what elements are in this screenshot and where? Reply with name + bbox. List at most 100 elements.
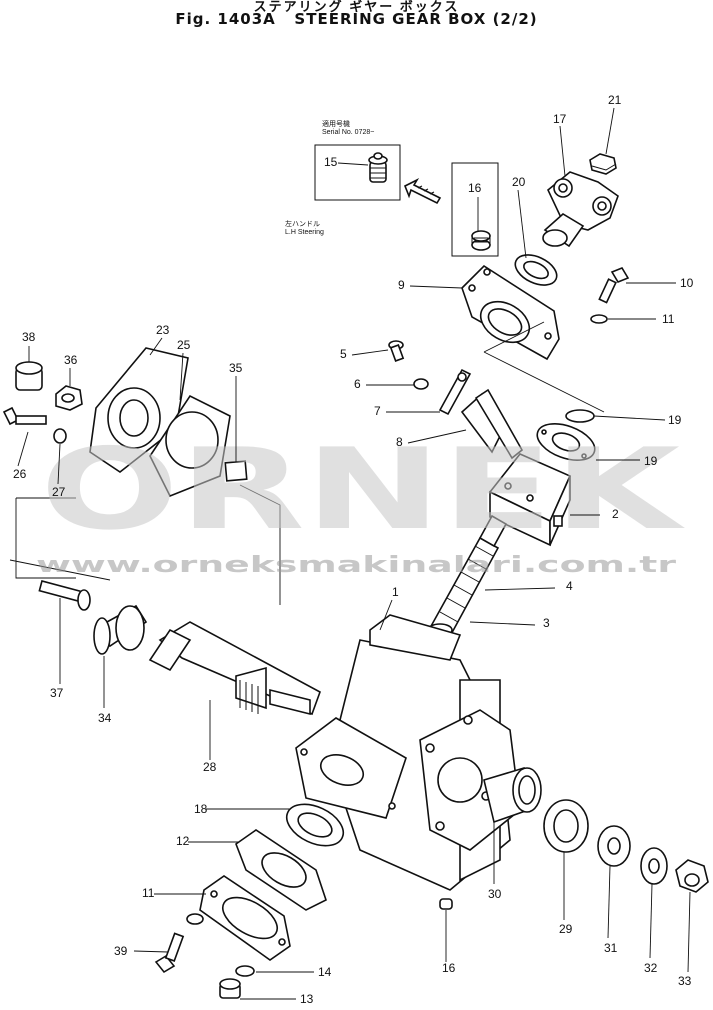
nut-34-icon: [675, 859, 709, 893]
plate-36-icon: [224, 460, 248, 482]
part-label-31: 31: [604, 941, 618, 955]
seal-30-icon: [543, 799, 589, 853]
cap-39-icon: [15, 361, 43, 391]
watermark-url: www.orneksmakinalari.com.tr: [36, 553, 676, 578]
washer-28-icon: [53, 428, 67, 444]
part-label-1: 1: [392, 585, 399, 599]
plug-16b-icon: [471, 230, 491, 251]
screw-5-icon: [388, 340, 405, 362]
lever-8-icon: [460, 388, 524, 460]
part-label-38: 38: [22, 330, 36, 344]
part-label-21: 21: [608, 93, 622, 107]
part-label-14: 14: [318, 965, 332, 979]
part-label-20: 20: [512, 175, 526, 189]
leader-line-31: [607, 865, 611, 939]
part-label-11: 11: [142, 886, 155, 900]
gasket-13-icon: [235, 829, 327, 911]
leader-line-26: [17, 431, 29, 467]
oring-20-icon: [565, 409, 595, 423]
part-label-2: 2: [612, 507, 619, 521]
leader-line-20: [517, 189, 527, 259]
nut-23-icon: [589, 153, 617, 175]
washer-6-icon: [413, 378, 429, 390]
washer-11-icon: [590, 314, 608, 324]
leader-line-25: [179, 352, 184, 401]
leader-line-9: [409, 285, 463, 289]
leader-line-21: [605, 107, 615, 155]
leader-line-27: [57, 443, 61, 485]
leader-line-8: [407, 429, 467, 444]
valve-block-2-icon: [488, 453, 572, 547]
figure-number: Fig. 1403A: [175, 10, 276, 28]
guide-lines-upper: [483, 321, 605, 413]
part-label-10: 10: [680, 276, 694, 290]
part-label-7: 7: [374, 404, 381, 418]
leader-line-32: [649, 883, 653, 959]
part-label-32: 32: [644, 961, 658, 975]
leader-line-15: [337, 162, 369, 166]
figure-name: STEERING GEAR BOX: [294, 10, 487, 28]
yoke-18-icon: [542, 171, 619, 248]
leader-line-4: [484, 587, 556, 591]
washer-15-icon: [235, 965, 255, 977]
part-label-16: 16: [468, 181, 482, 195]
pin-17-icon: [439, 898, 453, 910]
part-label-27: 27: [52, 485, 66, 499]
leader-line-39: [133, 950, 169, 953]
plug-inset-box: [451, 162, 499, 257]
cover-12-icon: [199, 875, 291, 961]
washer-11b-icon: [186, 913, 204, 925]
bolt-40-icon: [154, 932, 185, 974]
part-label-3: 3: [543, 616, 550, 630]
serial-note-text: Serial No. 0728~: [322, 129, 375, 136]
clip-7-icon: [438, 368, 472, 416]
bolt-10-icon: [598, 267, 630, 304]
guide-lines: [9, 484, 281, 605]
part-label-34: 34: [98, 711, 112, 725]
bearing-35-icon: [93, 604, 148, 655]
part-label-16: 16: [442, 961, 456, 975]
bolt-27-icon: [2, 406, 47, 426]
serial-note-jp: 適用号機: [322, 121, 350, 128]
part-label-6: 6: [354, 377, 361, 391]
bolt-arrow-icon: [403, 178, 442, 205]
sheet-number: (2/2): [492, 10, 538, 28]
leader-line-19: [593, 415, 666, 421]
part-label-13: 13: [300, 992, 314, 1006]
plug-16-icon: [368, 152, 388, 183]
watermark-logo: ORNEK: [40, 425, 686, 555]
leader-line-3: [469, 621, 536, 626]
bolt-14-icon: [219, 978, 241, 999]
part-label-26: 26: [13, 467, 27, 481]
part-label-30: 30: [488, 887, 502, 901]
part-label-5: 5: [340, 347, 347, 361]
part-label-33: 33: [678, 974, 692, 988]
housing-1-icon: [295, 614, 521, 891]
part-label-12: 12: [176, 834, 190, 848]
part-label-25: 25: [177, 338, 191, 352]
part-label-18: 18: [194, 802, 208, 816]
part-label-9: 9: [398, 278, 405, 292]
bolt-38-icon: [38, 580, 91, 611]
leader-line-17: [559, 125, 566, 177]
bushing-19-icon: [536, 422, 596, 462]
part-label-15: 15: [324, 155, 338, 169]
part-label-28: 28: [203, 760, 217, 774]
steering-note-text: L.H Steering: [285, 229, 324, 236]
leader-line-5: [351, 349, 389, 356]
leader-line-1: [379, 599, 393, 631]
part-label-4: 4: [566, 579, 573, 593]
washer-33-icon: [640, 847, 668, 885]
part-label-8: 8: [396, 435, 403, 449]
part-label-19: 19: [668, 413, 682, 427]
part-label-36: 36: [64, 353, 78, 367]
seal-19-icon: [285, 803, 345, 847]
leader-line-23: [149, 337, 163, 356]
figure-title: Fig. 1403A STEERING GEAR BOX (2/2): [0, 10, 713, 28]
part-label-39: 39: [114, 944, 128, 958]
serial-inset-box: [314, 144, 401, 201]
